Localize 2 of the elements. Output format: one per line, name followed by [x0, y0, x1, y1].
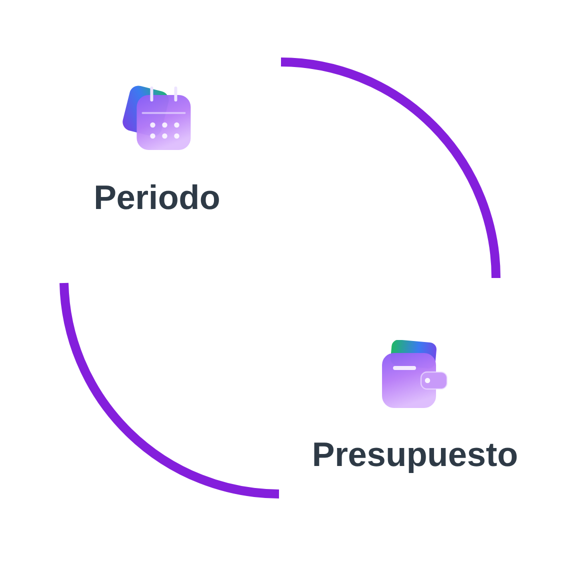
node-label: Presupuesto	[312, 438, 518, 472]
node-label: Periodo	[94, 181, 220, 215]
